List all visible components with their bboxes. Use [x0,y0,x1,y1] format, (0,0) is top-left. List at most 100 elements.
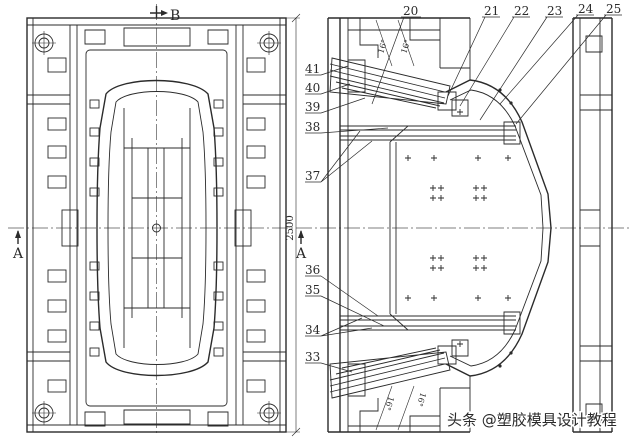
overall-dimension-line [286,13,301,437]
angle-label-bottom-1: 16° [383,395,396,411]
ejector-pin-mark [481,265,487,271]
callout-33: 33 [305,350,320,364]
ejector-pin-mark [481,255,487,261]
overall-dimension-label: 2500 [285,215,296,240]
callout-34: 34 [305,323,321,337]
clip-feature [89,99,100,109]
ejector-pin-mark [431,295,437,301]
callout-35: 35 [305,283,320,297]
guide-pin-crosshairs [32,31,281,425]
callout-leader [371,16,421,105]
top-callouts: 20 21 22 23 24 25 [371,2,622,125]
callout-36: 36 [305,263,320,277]
ejector-pin-mark [430,185,436,191]
ejector-pin-mark [505,295,511,301]
ejector-pin-mark [431,155,437,161]
ejector-pin-mark [473,265,479,271]
angle-label-top-2: 16° [399,38,412,54]
section-a-right-label: A [295,246,307,262]
ejector-pin-mark [405,295,411,301]
callout-24: 24 [578,2,594,16]
clip-feature [213,127,224,137]
callout-38: 38 [305,120,320,134]
ejector-pin-mark [475,295,481,301]
lifter-heads [437,91,469,365]
top-and-bottom-blocks [84,27,229,427]
callout-leader [305,83,351,95]
side-cooling-block [246,117,266,131]
watermark: 头条 @塑胶模具设计教程 [447,411,617,429]
core-dot [509,351,513,355]
ejector-pin-marks [405,109,511,347]
lower-angled-lifter [329,347,451,399]
callout-39: 39 [305,100,320,114]
callout-leader [305,127,389,134]
clip-feature [89,187,100,197]
callout-40: 40 [305,81,320,95]
callout-21: 21 [484,4,499,18]
core-body-lines [389,125,409,331]
callout-leader [305,130,373,183]
left-callouts: 41 40 39 38 37 36 35 34 33 [305,62,389,373]
ejector-pin-mark [405,155,411,161]
side-cooling-block [47,117,67,131]
core-profile [445,79,552,377]
callout-leader [515,14,622,125]
section-marks: B A A 2500 [12,6,307,437]
callout-leader [305,317,373,337]
side-cooling-block [246,379,266,393]
left-view [26,17,287,433]
right-view-plate-lines [347,18,612,432]
callout-37: 37 [305,169,320,183]
ejector-pin-mark [430,255,436,261]
side-cooling-block [246,329,266,343]
clip-feature [213,261,224,271]
ejector-pin-mark [438,255,444,261]
side-cooling-block [246,299,266,313]
guide-pins [32,31,281,425]
clip-feature [89,321,100,331]
ejector-pin-mark [430,195,436,201]
callout-leader [305,65,349,76]
ejector-pin-mark [475,155,481,161]
callout-leader [459,16,530,107]
clip-feature [89,261,100,271]
mold-base-plate-lines [27,18,286,432]
ejector-pin-mark [438,185,444,191]
clip-feature [89,157,100,167]
right-view-frame [327,17,613,433]
cavity-insert-outline [85,49,228,407]
lower-lifter-rods [340,311,521,335]
part-inner-outline [107,91,207,365]
callout-25: 25 [606,2,621,16]
core-parting-line [449,89,544,367]
callout-leader [479,16,563,121]
side-blocks [47,57,266,393]
ejector-pin-mark [473,195,479,201]
callout-leader [447,16,500,97]
side-slider-block [61,209,79,247]
side-cooling-block [246,175,266,189]
clip-feature [89,127,100,137]
angle-reference-lines [375,19,415,431]
right-view: 16° 16° 16° 16° [327,17,613,433]
side-slider-block [234,209,252,247]
section-b-label: B [170,8,180,24]
callout-leader [305,275,379,317]
callout-leader [305,97,366,114]
ejector-pin-mark [473,185,479,191]
lifter-side-blocks [347,59,366,397]
callout-leader [305,295,385,327]
clip-feature [89,291,100,301]
ejector-pin-mark [505,155,511,161]
section-a-right-arrowhead [298,230,304,238]
core-dots [498,88,513,368]
side-cooling-block [47,175,67,189]
callout-41: 41 [305,62,320,76]
clip-feature [213,157,224,167]
side-cooling-block [47,329,67,343]
section-a-left-label: A [12,246,24,262]
sprue-gate [152,223,161,233]
core-dot [509,101,513,105]
